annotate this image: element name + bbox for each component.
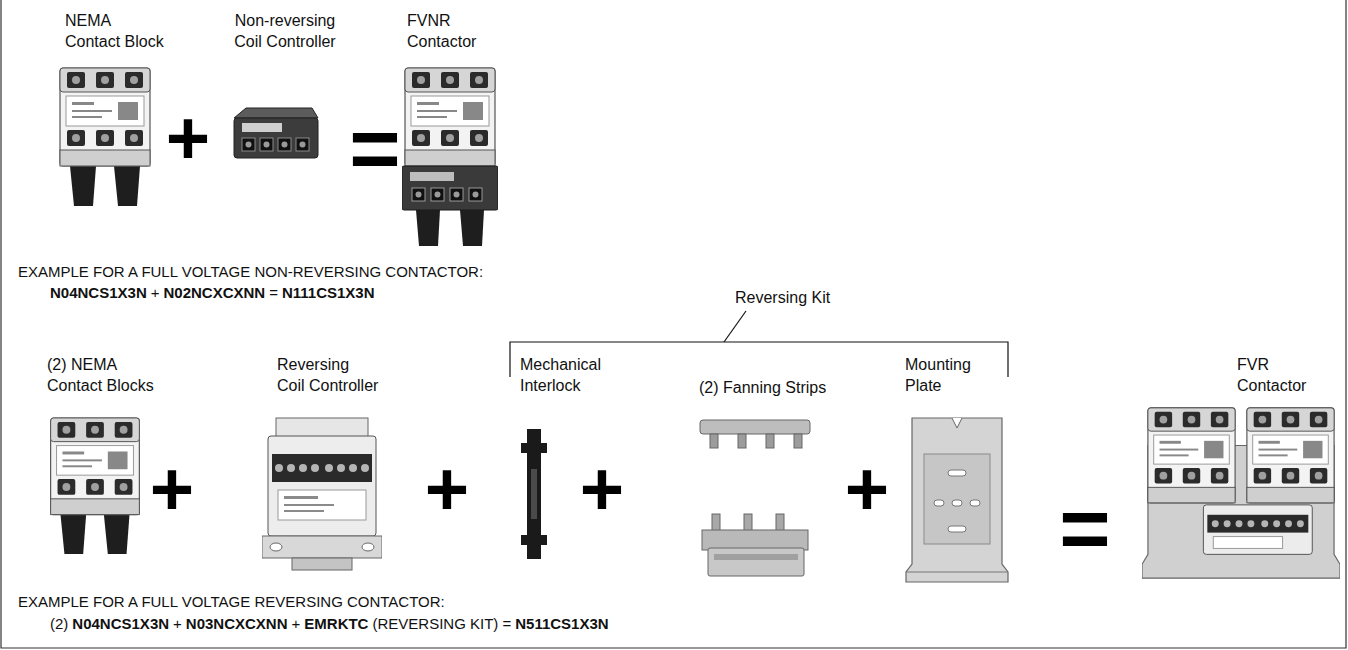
catalog-number: N03NCXCXNN (186, 614, 288, 634)
part-node: Reversing Coil Controller (275, 354, 381, 396)
part-caption: Mechanical Interlock (520, 354, 601, 396)
plus-sign: + (580, 451, 624, 527)
formula-operator: (REVERSING KIT) = (372, 614, 511, 634)
part-node: (2) NEMA Contact Blocks (45, 354, 156, 396)
catalog-formula: N04NCS1X3N+N02NCXCXNN=N111CS1X3N (50, 283, 375, 303)
equals-sign: = (1059, 484, 1110, 572)
part-caption: (2) Fanning Strips (699, 377, 828, 398)
plus-sign: + (150, 451, 194, 527)
part-node: Non-reversing Coil Controller (232, 10, 338, 52)
part-node: NEMA Contact Block (63, 10, 166, 52)
quantity-note: (2) (50, 614, 68, 634)
reversing-coil-controller-photo (262, 418, 382, 570)
formula-operator: + (292, 614, 301, 634)
plus-sign: + (166, 100, 210, 176)
contact-block-photo (60, 68, 150, 206)
plus-sign: + (845, 451, 889, 527)
catalog-formula: (2)N04NCS1X3N+N03NCXCXNN+EMRKTC(REVERSIN… (50, 614, 609, 634)
part-caption: (2) NEMA Contact Blocks (47, 354, 154, 396)
catalog-number: N04NCS1X3N (72, 614, 169, 634)
contact-block-photo (51, 418, 140, 554)
catalog-number: N04NCS1X3N (50, 283, 147, 303)
catalog-number: EMRKTC (304, 614, 368, 634)
part-node: FVR Contactor (1235, 354, 1308, 396)
kit-leader (724, 311, 746, 342)
formula-operator: + (173, 614, 182, 634)
part-caption: FVR Contactor (1237, 354, 1306, 396)
part-caption: NEMA Contact Block (65, 10, 164, 52)
part-node: Mounting Plate (903, 354, 973, 396)
catalog-number: N511CS1X3N (515, 614, 608, 634)
part-node: Mechanical Interlock (518, 354, 603, 396)
example-heading: EXAMPLE FOR A FULL VOLTAGE NON-REVERSING… (18, 262, 483, 282)
catalog-number: N02NCXCXNN (163, 283, 265, 303)
plus-sign: + (425, 451, 469, 527)
part-caption: FVNR Contactor (407, 10, 476, 52)
formula-operator: = (269, 283, 278, 303)
formula-operator: + (151, 283, 160, 303)
part-caption: Reversing Coil Controller (277, 354, 379, 396)
part-node: FVNR Contactor (405, 10, 478, 52)
example-heading: EXAMPLE FOR A FULL VOLTAGE REVERSING CON… (18, 592, 445, 612)
fanning-strip-photo (702, 514, 808, 576)
mounting-plate-photo (906, 418, 1008, 582)
part-caption: Non-reversing Coil Controller (234, 10, 336, 52)
interlock-photo (521, 429, 547, 559)
catalog-number: N111CS1X3N (282, 283, 375, 303)
fvr-contactor-photo (1142, 408, 1340, 578)
equals-sign: = (349, 104, 400, 192)
part-caption: Mounting Plate (905, 354, 971, 396)
coil-controller-photo (234, 108, 318, 158)
fanning-strip-photo (700, 420, 810, 448)
kit-label: Reversing Kit (735, 287, 830, 308)
fvnr-contactor-photo (402, 68, 498, 246)
part-node: (2) Fanning Strips (697, 377, 830, 398)
